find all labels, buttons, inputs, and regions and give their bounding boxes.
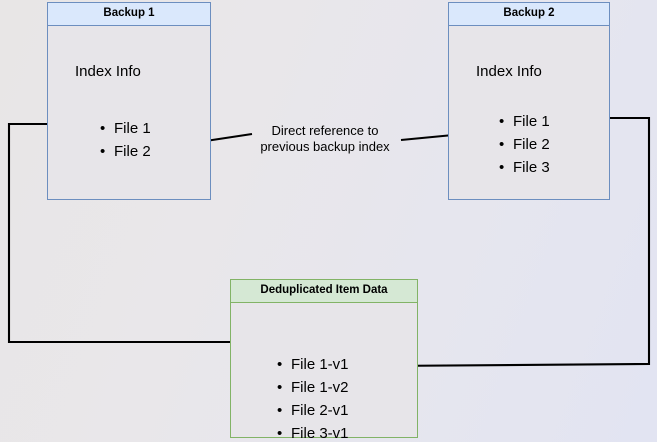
list-item: File 1-v2 bbox=[277, 376, 349, 399]
direct-reference-label-line-2: previous backup index bbox=[260, 139, 390, 154]
backup-1-body: Index Info File 1 File 2 bbox=[48, 26, 210, 199]
deduplicated-item-data-body: File 1-v1 File 1-v2 File 2-v1 File 3-v1 bbox=[231, 303, 417, 445]
backup-1-index-info-label: Index Info bbox=[75, 63, 141, 80]
backup-2-title: Backup 2 bbox=[449, 3, 609, 26]
list-item: File 2-v1 bbox=[277, 399, 349, 422]
dedup-file-list: File 1-v1 File 1-v2 File 2-v1 File 3-v1 bbox=[277, 353, 349, 445]
list-item: File 1 bbox=[499, 110, 550, 133]
backup-2-box: Backup 2 Index Info File 1 File 2 File 3 bbox=[448, 2, 610, 200]
backup-2-file-list: File 1 File 2 File 3 bbox=[499, 110, 550, 179]
list-item: File 3-v1 bbox=[277, 422, 349, 445]
backup-2-body: Index Info File 1 File 2 File 3 bbox=[449, 26, 609, 199]
deduplicated-item-data-title: Deduplicated Item Data bbox=[231, 280, 417, 303]
list-item: File 2 bbox=[100, 140, 151, 163]
backup-1-box: Backup 1 Index Info File 1 File 2 bbox=[47, 2, 211, 200]
backup-2-index-info-label: Index Info bbox=[476, 63, 542, 80]
list-item: File 1 bbox=[100, 117, 151, 140]
backup-1-title: Backup 1 bbox=[48, 3, 210, 26]
list-item: File 2 bbox=[499, 133, 550, 156]
backup-1-file-list: File 1 File 2 bbox=[100, 117, 151, 163]
deduplicated-item-data-box: Deduplicated Item Data File 1-v1 File 1-… bbox=[230, 279, 418, 445]
list-item: File 1-v1 bbox=[277, 353, 349, 376]
list-item: File 3 bbox=[499, 156, 550, 179]
direct-reference-edge-label: Direct reference to previous backup inde… bbox=[250, 123, 400, 155]
direct-reference-label-line-1: Direct reference to bbox=[271, 123, 379, 138]
